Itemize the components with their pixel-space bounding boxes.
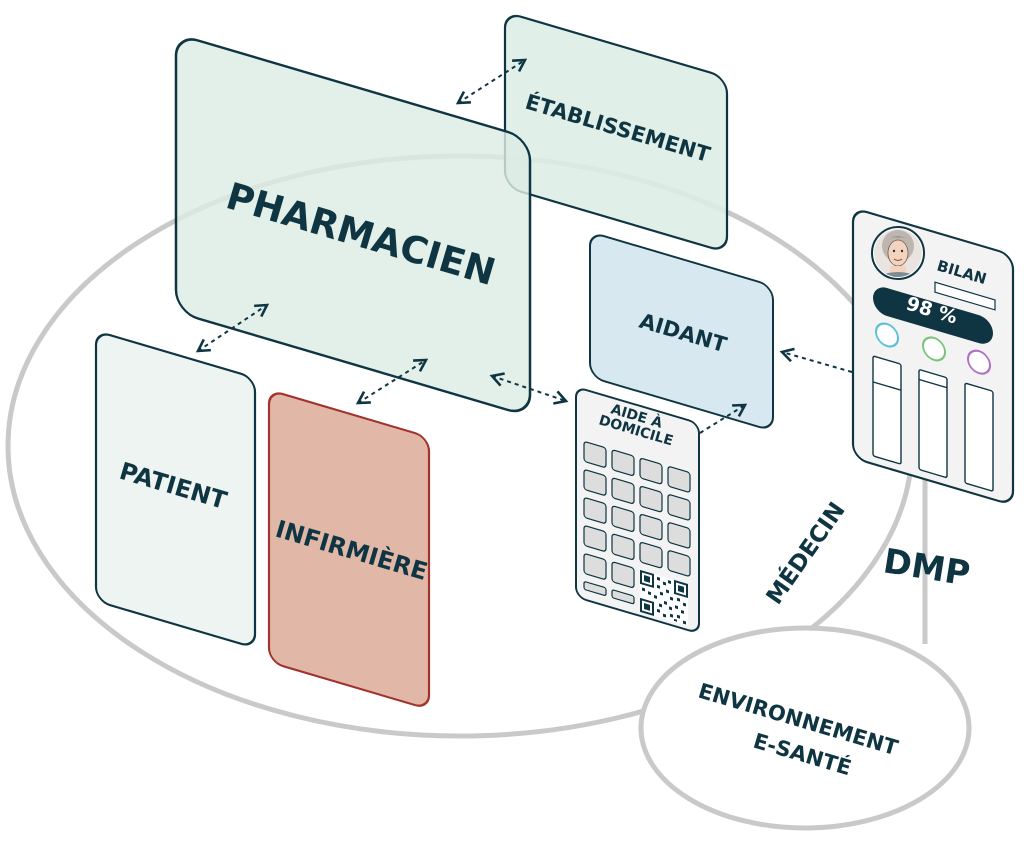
aide-domicile-card — [575, 388, 700, 632]
arrow-pharmacien-etablissement — [455, 58, 528, 105]
qr-code-icon — [640, 569, 688, 627]
bilan-underline-box — [934, 281, 996, 311]
bilan-column-2 — [918, 369, 948, 478]
patient-panel — [94, 333, 257, 646]
bilan-column-3 — [964, 382, 994, 492]
arrow-aide-domicile-aidant — [699, 403, 748, 434]
arrow-pharmacien-aide-domicile — [489, 372, 569, 405]
bilan-progress-fill — [875, 289, 989, 342]
arrow-infirmiere-pharmacien — [355, 358, 429, 405]
arrow-bilan-aidant — [779, 347, 853, 373]
bilan-dot-purple — [967, 349, 991, 375]
bilan-dot-blue — [875, 322, 899, 348]
infirmiere-panel — [267, 392, 431, 707]
keypad-grid — [583, 441, 691, 605]
arrow-patient-pharmacien — [195, 303, 270, 353]
medecin-label: MÉDECIN — [760, 497, 851, 610]
bilan-card — [851, 210, 1015, 503]
bilan-column-1 — [872, 355, 902, 465]
avatar-icon — [871, 226, 925, 280]
environnement-ellipse — [638, 625, 972, 831]
bilan-dot-green — [922, 336, 946, 362]
dmp-label: DMP — [881, 541, 973, 594]
aidant-panel — [589, 234, 774, 429]
